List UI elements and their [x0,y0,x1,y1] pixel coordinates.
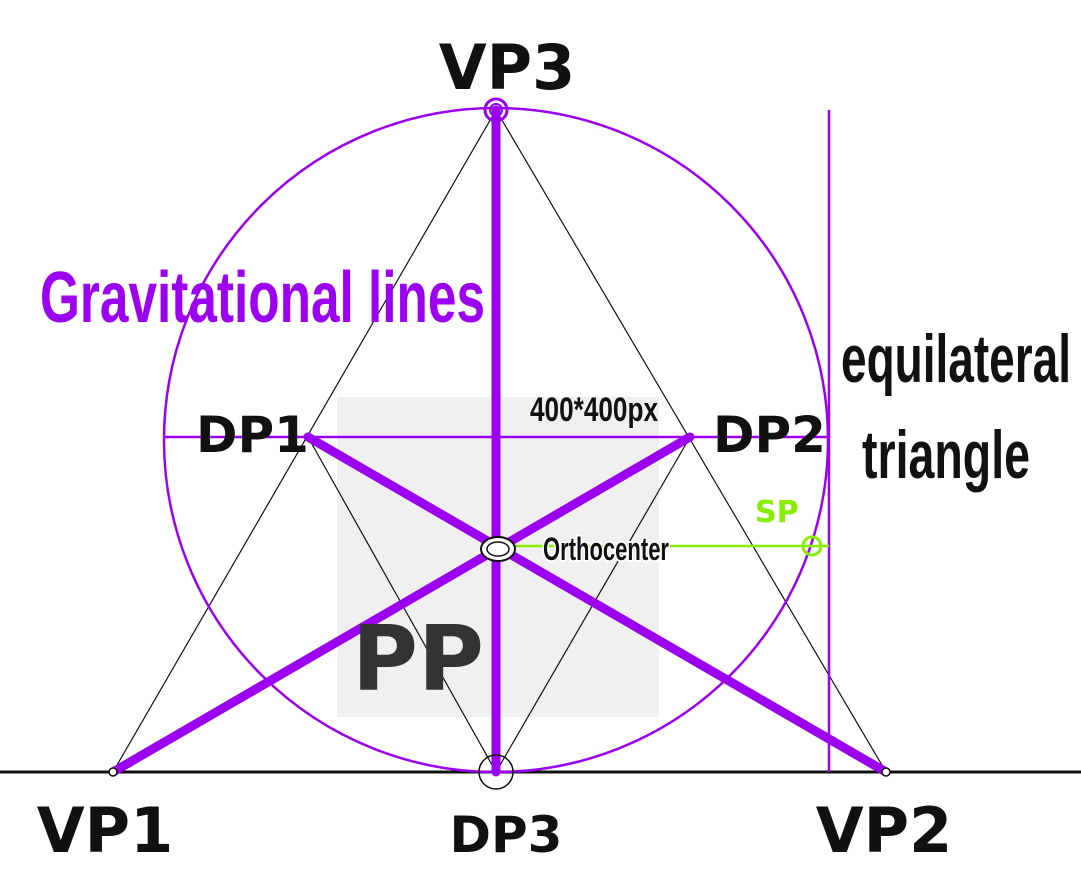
pp-label: PP [352,607,484,712]
vp3-marker-inner [489,103,503,117]
vp3-marker [483,97,509,123]
dp1-label: DP1 [196,406,309,464]
dp2-label: DP2 [713,406,826,464]
vp2-label: VP2 [816,794,953,867]
vp2-marker [881,767,891,777]
triangle-line1-label: equilateral [841,321,1071,397]
sp-label: SP [755,495,799,530]
orthocenter-label: Orthocenter [543,531,669,567]
size-label: 400*400px [530,391,658,429]
vp3-label: VP3 [439,31,576,104]
vp1-label: VP1 [37,794,174,867]
vp1-marker [108,767,118,777]
orthocenter-marker-outer [480,536,516,562]
dp3-label: DP3 [450,806,563,864]
dp3-marker [478,754,514,790]
triangle-line2-label: triangle [862,417,1030,493]
sp-marker [801,535,823,557]
title-label: Gravitational lines [40,258,485,338]
gravitational-lines [108,105,891,777]
orthocenter-marker-inner [486,541,510,557]
